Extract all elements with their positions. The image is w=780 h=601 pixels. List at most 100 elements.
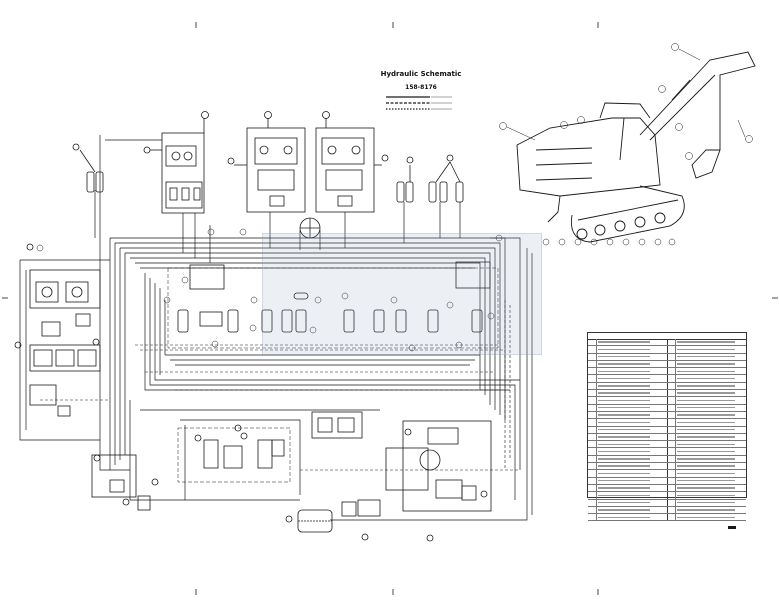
legend-row xyxy=(588,360,746,369)
legend-cell xyxy=(667,426,676,433)
component-legend-table xyxy=(587,332,747,522)
legend-cell xyxy=(667,441,676,448)
legend-cell xyxy=(588,477,597,484)
legend-row xyxy=(588,346,746,354)
legend-cell xyxy=(596,419,668,426)
legend-cell xyxy=(588,397,597,404)
legend-cell xyxy=(596,477,668,484)
legend-cell xyxy=(588,360,597,368)
legend-cell xyxy=(675,368,746,374)
legend-cell xyxy=(596,411,668,419)
legend-cell xyxy=(596,426,668,433)
legend-cell xyxy=(675,448,746,454)
main-control-valve-bank xyxy=(167,261,499,349)
schematic-title: Hydraulic Schematic xyxy=(380,70,462,78)
legend-cell xyxy=(675,383,746,389)
legend-cell xyxy=(675,346,746,352)
legend-cell xyxy=(596,514,668,521)
legend-cell xyxy=(588,433,597,441)
legend-cell xyxy=(588,514,597,521)
legend-cell xyxy=(667,375,676,382)
legend-cell xyxy=(675,514,746,520)
legend-row xyxy=(588,484,746,493)
legend-cell xyxy=(667,463,676,470)
legend-cell xyxy=(596,499,668,506)
joystick-pilot-box-left xyxy=(227,111,306,213)
legend-cell xyxy=(675,397,746,403)
legend-cell xyxy=(667,470,676,477)
legend-cell xyxy=(667,492,676,499)
legend-row xyxy=(588,390,746,398)
legend-row xyxy=(588,448,746,456)
legend-cell xyxy=(596,339,668,346)
legend-row xyxy=(588,477,746,485)
legend-cell xyxy=(667,455,676,463)
legend-cell xyxy=(667,339,676,346)
legend-cell xyxy=(667,411,676,419)
legend-rows xyxy=(588,339,746,522)
legend-cell xyxy=(596,506,668,514)
legend-row xyxy=(588,470,746,478)
legend-cell xyxy=(596,463,668,470)
legend-cell xyxy=(588,346,597,353)
legend-cell xyxy=(667,419,676,426)
legend-cell xyxy=(588,448,597,455)
legend-cell xyxy=(588,375,597,382)
legend-row xyxy=(588,492,746,500)
legend-cell xyxy=(596,390,668,397)
legend-cell xyxy=(667,506,676,514)
legend-cell xyxy=(675,427,746,433)
legend-cell xyxy=(588,339,597,346)
legend-cell xyxy=(675,500,746,506)
legend-cell xyxy=(588,390,597,397)
legend-cell xyxy=(675,375,746,381)
legend-cell xyxy=(667,382,676,390)
legend-cell xyxy=(596,455,668,463)
legend-cell xyxy=(667,346,676,353)
legend-cell xyxy=(667,360,676,368)
legend-cell xyxy=(675,361,746,367)
legend-cell xyxy=(675,412,746,418)
legend-cell xyxy=(596,470,668,477)
legend-cell xyxy=(588,499,597,506)
pump-group-left xyxy=(14,243,101,417)
legend-cell xyxy=(675,463,746,469)
accumulator-group xyxy=(91,454,159,511)
legend-cell xyxy=(675,419,746,425)
legend-cell xyxy=(675,405,746,411)
watermark-overlay xyxy=(262,233,542,355)
legend-cell xyxy=(596,368,668,375)
legend-row xyxy=(588,514,746,522)
legend-row xyxy=(588,404,746,412)
travel-pedal-valves xyxy=(72,143,464,203)
legend-row xyxy=(588,353,746,361)
legend-row xyxy=(588,441,746,449)
legend-cell xyxy=(596,433,668,441)
legend-cell xyxy=(588,492,597,499)
excavator-illustration xyxy=(516,51,756,243)
spool-valves xyxy=(177,261,491,333)
legend-row xyxy=(588,375,746,383)
legend-cell xyxy=(596,382,668,390)
legend-row xyxy=(588,368,746,376)
swing-valve-group xyxy=(177,411,363,483)
legend-cell xyxy=(675,470,746,476)
legend-cell xyxy=(588,506,597,514)
legend-cell xyxy=(667,499,676,506)
title-key-lines xyxy=(386,96,452,110)
end-mark xyxy=(728,526,736,529)
legend-cell xyxy=(675,507,746,513)
legend-row xyxy=(588,411,746,420)
legend-cell xyxy=(588,470,597,477)
hydraulic-tank xyxy=(285,499,434,542)
legend-cell xyxy=(667,390,676,397)
pilot-dashed-lines xyxy=(40,300,520,471)
legend-cell xyxy=(588,382,597,390)
legend-row xyxy=(588,382,746,391)
joystick-pilot-box-right xyxy=(315,111,389,213)
sheet-border-ticks xyxy=(2,22,778,595)
schematic-part-number: 158-8176 xyxy=(405,84,437,91)
legend-cell xyxy=(667,448,676,455)
